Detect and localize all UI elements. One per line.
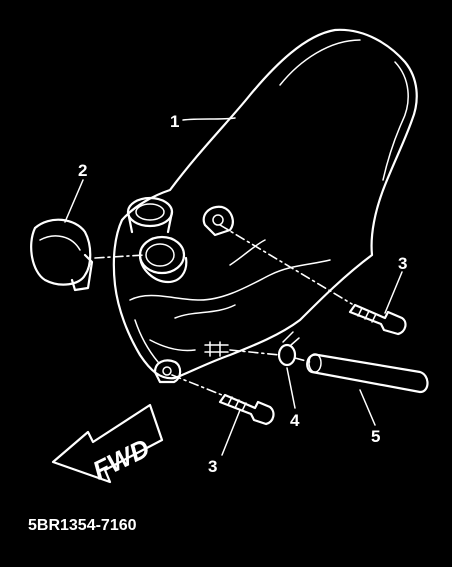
callout-1: 1 — [170, 112, 179, 131]
fwd-arrow: FWD — [51, 403, 164, 486]
part-1-tank — [112, 28, 418, 384]
center-lines — [94, 224, 353, 396]
part-5-hose — [306, 353, 429, 394]
callout-4: 4 — [290, 411, 300, 430]
callout-3-lower: 3 — [208, 457, 217, 476]
callout-5: 5 — [371, 427, 380, 446]
leader-lines — [64, 117, 403, 456]
callout-2: 2 — [78, 161, 87, 180]
part-3-bolt-upper — [348, 303, 407, 336]
part-4-clamp — [277, 331, 300, 367]
part-code: 5BR1354-7160 — [28, 517, 137, 534]
fwd-label: FWD — [88, 433, 155, 486]
part-3-bolt-lower — [218, 393, 275, 426]
callout-3-upper: 3 — [398, 254, 407, 273]
part-2-cap — [30, 218, 94, 292]
